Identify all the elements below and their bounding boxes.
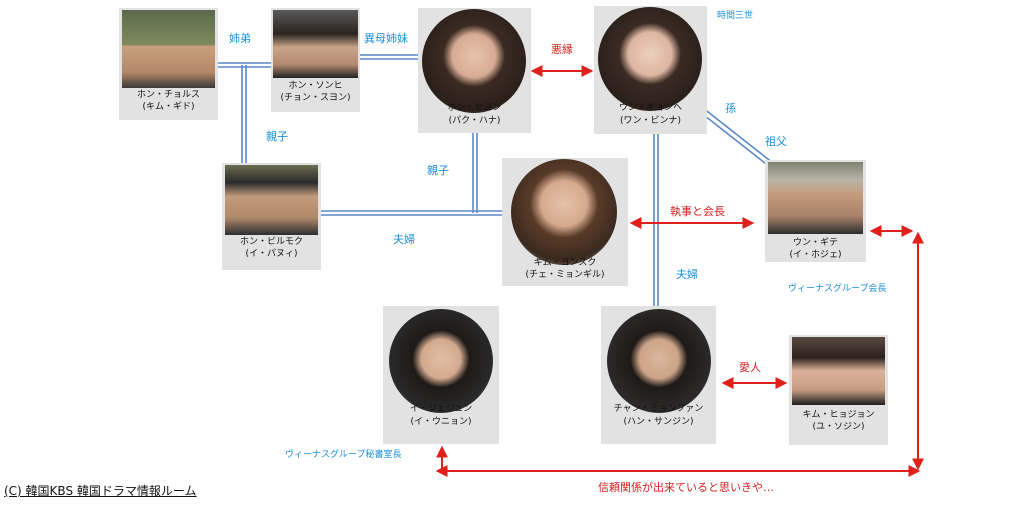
label-half-sisters: 異母姉妹 bbox=[364, 32, 408, 45]
portrait-gyonhe bbox=[598, 7, 702, 111]
label-lover: 愛人 bbox=[739, 361, 761, 374]
actor-jejun: (イ・ウニョン) bbox=[410, 417, 472, 427]
label-couple-pilmok: 夫婦 bbox=[393, 233, 415, 246]
actor-pilmok: (イ・パヌィ) bbox=[245, 249, 298, 259]
person-card-sonhi[interactable]: ホン・ソンヒ (チョン・スヨン) bbox=[271, 8, 360, 112]
portrait-sonhi bbox=[273, 10, 358, 78]
name-hyojon: キム・ヒョジョン bbox=[802, 410, 875, 420]
actor-chulsu: (キム・ギド) bbox=[142, 102, 195, 112]
label-parent-child-seyon: 親子 bbox=[427, 164, 449, 177]
portrait-pilmok bbox=[225, 165, 318, 235]
person-card-yonsuk[interactable]: キム・ヨンスク (チェ・ミョンギル) bbox=[502, 158, 628, 286]
label-timing: 時間三世 bbox=[717, 11, 754, 21]
label-bad-blood: 悪縁 bbox=[551, 43, 573, 56]
name-chulsu: ホン・チョルス bbox=[136, 90, 200, 100]
label-parent-child-left: 親子 bbox=[266, 130, 288, 143]
label-grandchild: 孫 bbox=[725, 102, 736, 115]
label-trust: 信頼関係が出来ていると思いきや… bbox=[598, 481, 774, 494]
name-sonhi: ホン・ソンヒ bbox=[288, 81, 343, 91]
name-gite: ウン・ギテ bbox=[792, 238, 838, 248]
label-siblings: 姉弟 bbox=[229, 32, 251, 45]
person-card-gyonhe[interactable]: ウン・ギョンヘ (ワン・ビンナ) bbox=[594, 6, 707, 134]
name-jejun: イ・ジェジュン bbox=[409, 404, 473, 414]
note-venus-chairman: ヴィーナスグループ会長 bbox=[788, 284, 887, 294]
actor-sonhi: (チョン・スヨン) bbox=[280, 93, 351, 103]
name-myonfan: チャン・ミョンファン bbox=[613, 404, 704, 414]
person-card-gite[interactable]: ウン・ギテ (イ・ホジェ) bbox=[765, 160, 866, 262]
actor-gite: (イ・ホジェ) bbox=[789, 250, 842, 260]
portrait-chulsu bbox=[122, 10, 215, 88]
person-card-seyon[interactable]: ホン・セヨン (パク・ハナ) bbox=[418, 8, 531, 133]
portrait-yonsuk bbox=[511, 159, 617, 265]
portrait-jejun bbox=[389, 309, 493, 413]
person-card-pilmok[interactable]: ホン・ピルモク (イ・パヌィ) bbox=[222, 163, 321, 270]
person-card-myonfan[interactable]: チャン・ミョンファン (ハン・サンジン) bbox=[601, 306, 716, 444]
actor-yonsuk: (チェ・ミョンギル) bbox=[525, 270, 605, 280]
person-card-hyojon[interactable]: キム・ヒョジョン (ユ・ソジン) bbox=[789, 335, 888, 445]
person-card-jejun[interactable]: イ・ジェジュン (イ・ウニョン) bbox=[383, 306, 499, 444]
name-pilmok: ホン・ピルモク bbox=[239, 237, 303, 247]
person-card-chulsu[interactable]: ホン・チョルス (キム・ギド) bbox=[119, 8, 218, 120]
name-yonsuk: キム・ヨンスク bbox=[533, 258, 597, 268]
portrait-seyon bbox=[422, 9, 526, 113]
portrait-hyojon bbox=[792, 337, 885, 405]
actor-seyon: (パク・ハナ) bbox=[448, 116, 501, 126]
name-seyon: ホン・セヨン bbox=[447, 103, 502, 113]
copyright: (C) 韓国KBS 韓国ドラマ情報ルーム bbox=[4, 484, 197, 498]
note-venus-secretary: ヴィーナスグループ秘書室長 bbox=[285, 450, 402, 460]
actor-hyojon: (ユ・ソジン) bbox=[812, 422, 865, 432]
name-gyonhe: ウン・ギョンヘ bbox=[618, 103, 682, 113]
label-grandfather: 祖父 bbox=[765, 135, 787, 148]
actor-myonfan: (ハン・サンジン) bbox=[623, 417, 694, 427]
label-butler-chairman: 執事と会長 bbox=[670, 205, 725, 218]
label-couple-gyonhe: 夫婦 bbox=[676, 268, 698, 281]
portrait-gite bbox=[768, 162, 863, 234]
portrait-myonfan bbox=[607, 309, 711, 413]
actor-gyonhe: (ワン・ビンナ) bbox=[619, 116, 682, 126]
